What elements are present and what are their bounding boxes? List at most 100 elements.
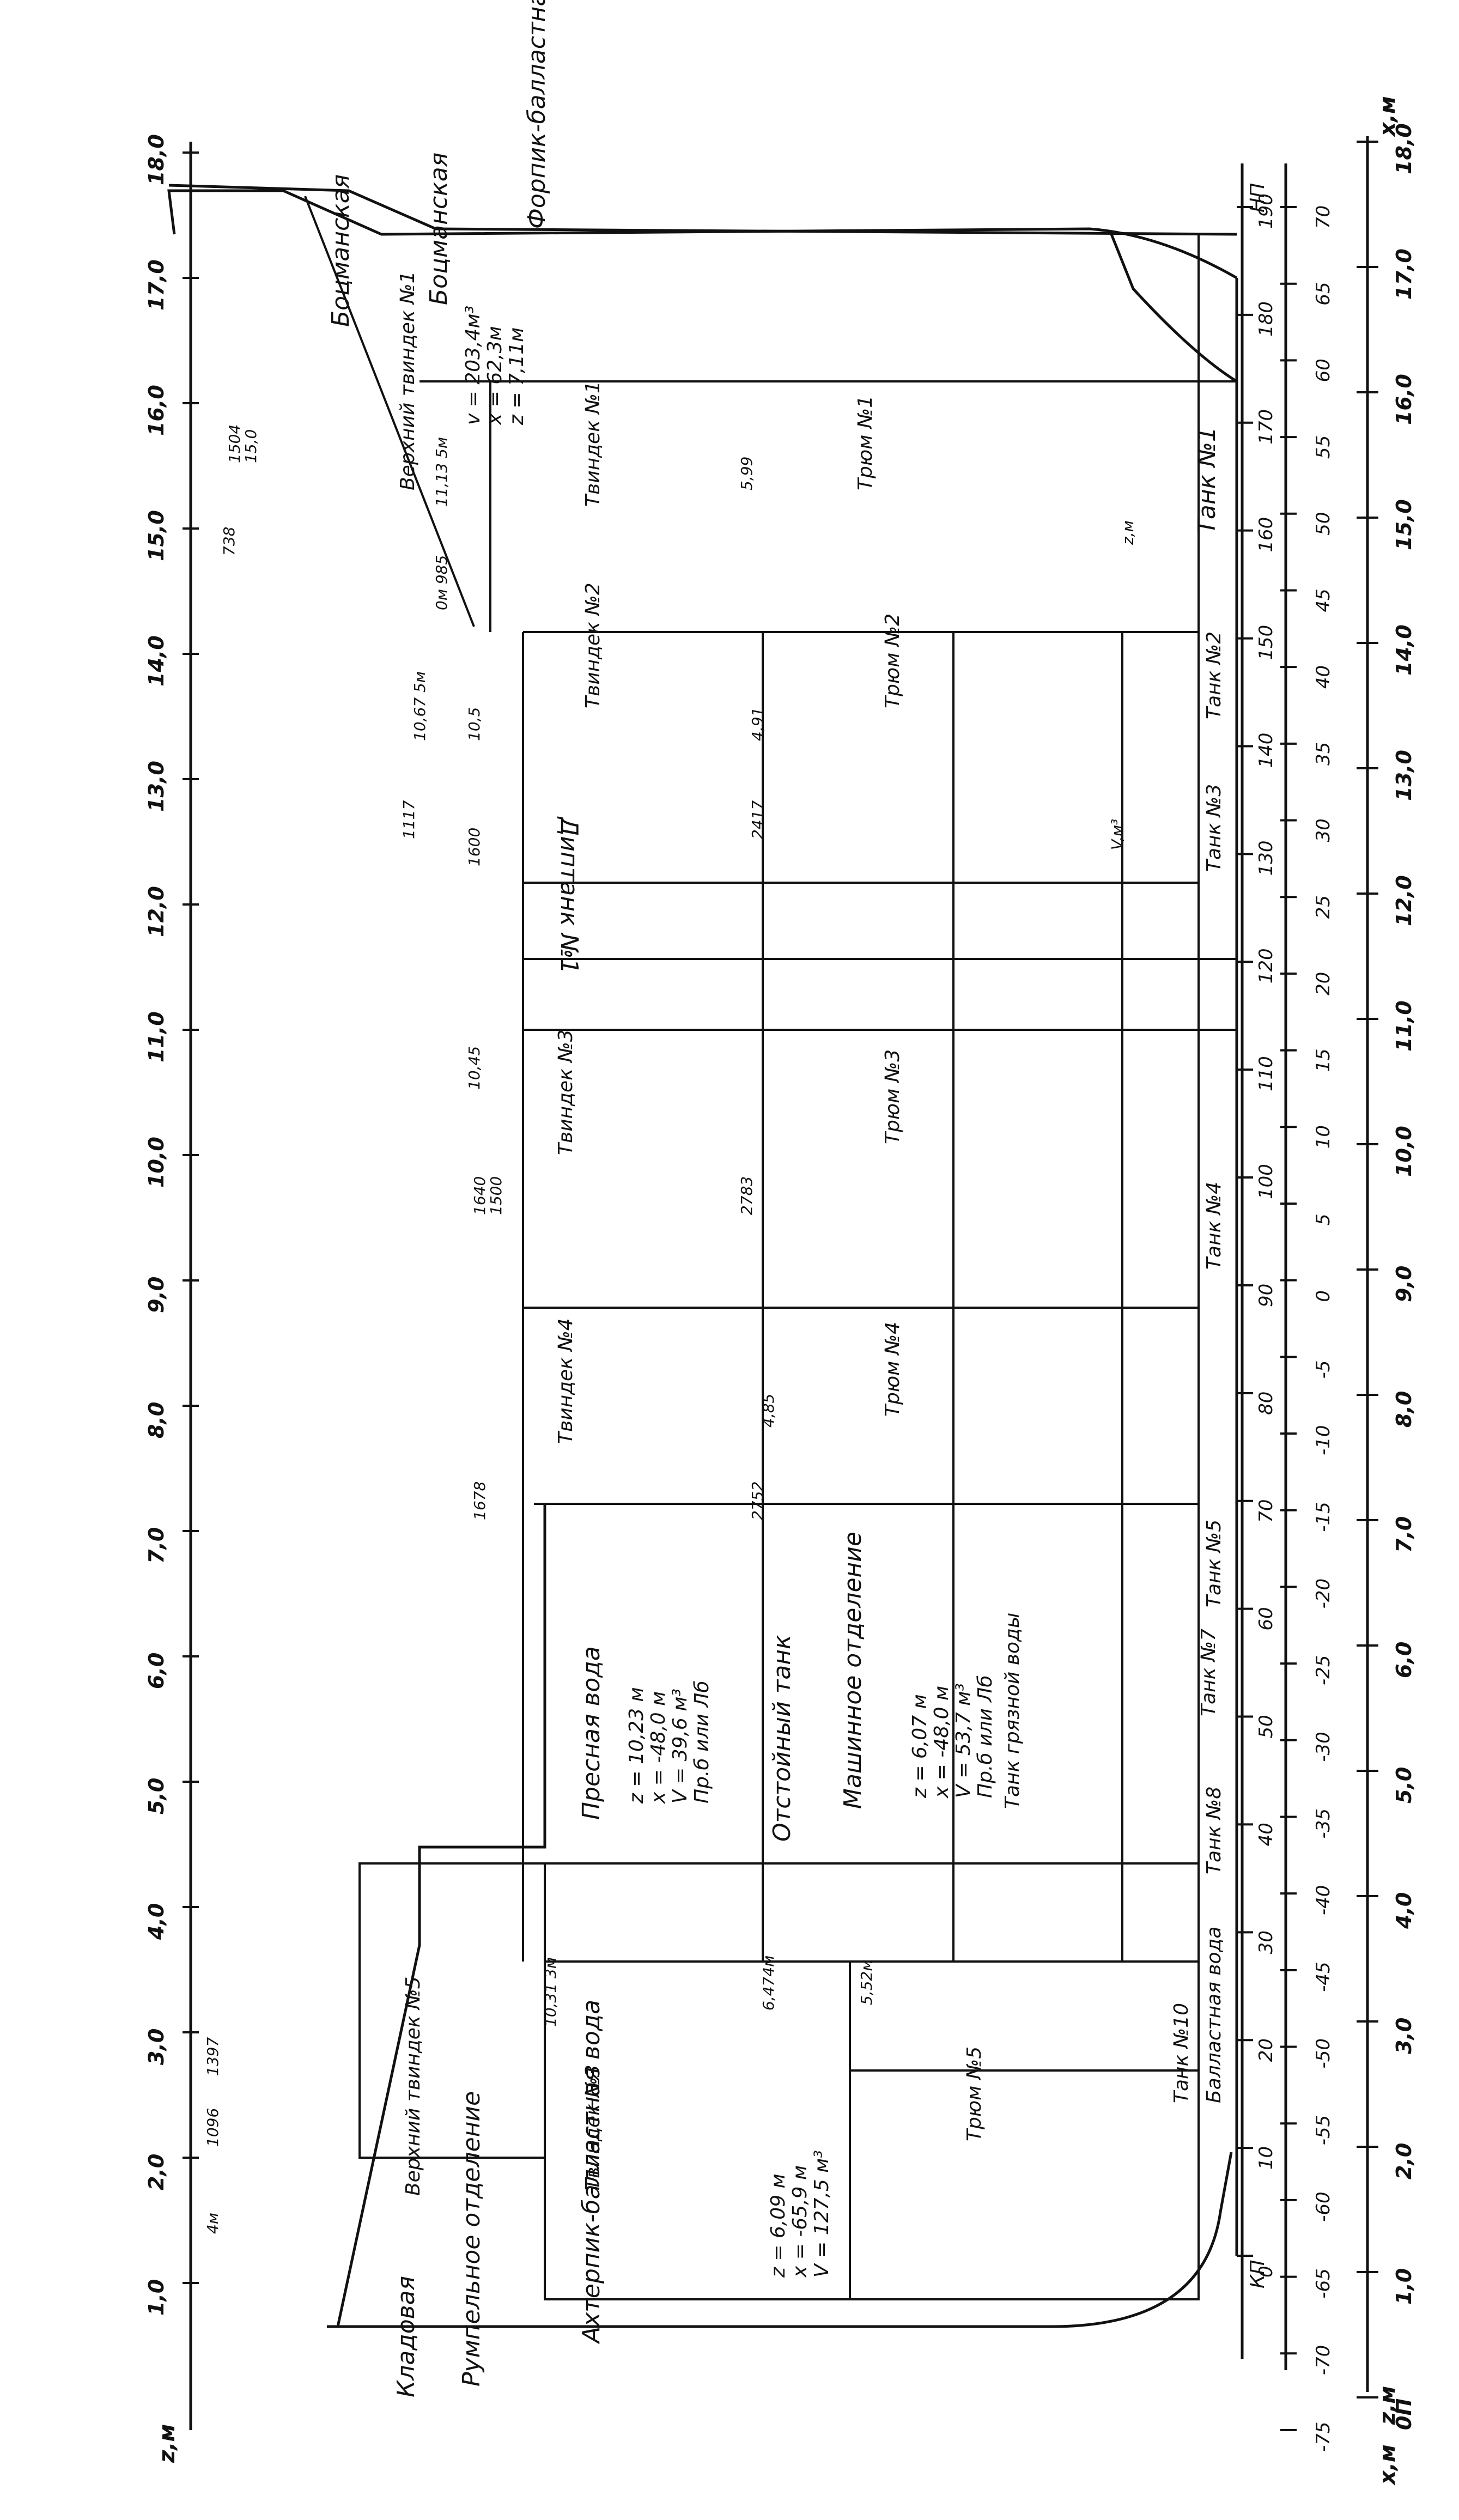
z-tick-label-left: 12,0 <box>144 886 168 937</box>
frame-tick-label: 20 <box>1255 2038 1277 2062</box>
z-tick-label-right: 6,0 <box>1392 1642 1416 1678</box>
svg-text:10,5: 10,5 <box>465 707 483 741</box>
label-forepeak: Форпик-балластная вода <box>523 0 551 229</box>
z-tick-label-left: 4,0 <box>144 1903 168 1940</box>
z-tick-label-right: 18,0 <box>1392 123 1416 174</box>
kp-label: КП <box>1247 2260 1269 2288</box>
svg-text:1600: 1600 <box>465 828 483 866</box>
label-tweendeck-4: Твиндек №4 <box>555 1318 577 1444</box>
label-tank-5: Танк №5 <box>1203 1520 1225 1607</box>
frame-tick-label: 170 <box>1255 409 1277 445</box>
label-tweendeck-2: Твиндек №2 <box>582 582 604 708</box>
x-tick-label: -15 <box>1312 1502 1334 1532</box>
z-tick-label-right: 12,0 <box>1392 875 1416 926</box>
z-axis-labels-right: 0П1,02,03,04,05,06,07,08,09,010,011,012,… <box>1357 123 1416 2430</box>
x-tick-label: -20 <box>1312 1578 1334 1609</box>
compartment-labels: Боцманская Боцманская Форпик-балластная … <box>327 0 1225 2397</box>
z-axis-labels-left: 1,02,03,04,05,06,07,08,09,010,011,012,01… <box>144 134 199 2316</box>
x-tick-label: 35 <box>1312 742 1334 766</box>
svg-text:1640: 1640 <box>471 1176 489 1215</box>
z-tick-label-right: 2,0 <box>1392 2143 1416 2179</box>
svg-text:z,м: z,м <box>1119 520 1137 545</box>
svg-text:10,67 5м: 10,67 5м <box>411 671 429 741</box>
frame-tick-label: 140 <box>1255 733 1277 768</box>
svg-text:1678: 1678 <box>471 1481 489 1520</box>
frame-tick-label: 10 <box>1255 2146 1277 2170</box>
z-tick-label-left: 8,0 <box>144 1402 168 1438</box>
frame-tick-label: 100 <box>1255 1164 1277 1199</box>
label-afterpeak: Ахтерпик-балластная вода <box>577 2000 605 2345</box>
label-hold-3: Трюм №3 <box>882 1049 904 1144</box>
label-bosun-upper: Боцманская <box>327 174 355 327</box>
x-tick-label: -10 <box>1312 1425 1334 1455</box>
label-tank-3: Танк №3 <box>1203 784 1225 872</box>
x-tick-label: -55 <box>1312 2115 1334 2146</box>
frame-tick-label: 30 <box>1255 1930 1277 1954</box>
label-forepeak-x: x = 62,3м <box>484 326 506 426</box>
svg-text:4м: 4м <box>204 2213 222 2234</box>
svg-text:4,85: 4,85 <box>759 1394 777 1428</box>
frame-tick-label: 60 <box>1255 1607 1277 1630</box>
label-tweendeck-3: Твиндек №3 <box>555 1029 577 1155</box>
label-fresh-v: V = 39,6 м³ <box>669 1689 691 1804</box>
label-ballast-water: Балластная вода <box>1203 1927 1225 2104</box>
svg-text:4,91: 4,91 <box>749 707 767 741</box>
label-storeroom: Кладовая <box>392 2276 420 2397</box>
np-label: НП <box>1247 183 1269 212</box>
x-tick-label: -75 <box>1312 2421 1334 2452</box>
z-tick-label-right: 0П <box>1392 2398 1416 2430</box>
label-engine-x: x = -48,0 м <box>931 1686 953 1799</box>
z-tick-label-left: 1,0 <box>144 2279 168 2316</box>
x-tick-label: -5 <box>1312 1360 1334 1379</box>
x-tick-label: 50 <box>1312 512 1334 535</box>
svg-text:6,474м: 6,474м <box>759 1956 777 2011</box>
label-forepeak-v: v = 203,4м³ <box>462 306 484 425</box>
svg-text:2752: 2752 <box>749 1481 767 1520</box>
z-tick-label-right: 11,0 <box>1392 1000 1416 1052</box>
svg-text:1504: 1504 <box>226 424 244 463</box>
frame-tick-label: 0 <box>1255 2266 1277 2278</box>
x-tick-label: -65 <box>1312 2268 1334 2299</box>
svg-text:2417: 2417 <box>749 800 767 839</box>
x-tick-label: 40 <box>1312 665 1334 689</box>
z-tick-label-left: 3,0 <box>144 2029 168 2065</box>
label-fresh-x: x = -48,0 м <box>647 1691 670 1804</box>
z-tick-label-right: 8,0 <box>1392 1391 1416 1428</box>
svg-text:15,0: 15,0 <box>242 429 260 463</box>
x-tick-label: -60 <box>1312 2191 1334 2222</box>
x-tick-label: -30 <box>1312 1732 1334 1762</box>
svg-text:738: 738 <box>220 527 238 556</box>
frame-tick-label: 90 <box>1255 1284 1277 1307</box>
label-settling-tank: Отстойный танк <box>768 1635 796 1842</box>
z-tick-label-left: 7,0 <box>144 1527 168 1564</box>
z-tick-label-right: 1,0 <box>1392 2268 1416 2305</box>
label-tank-2: Танк №2 <box>1203 631 1225 719</box>
deck-line <box>168 184 1237 236</box>
label-tweendeck-1: Твиндек №1 <box>582 381 604 507</box>
z-tick-label-left: 17,0 <box>144 259 168 311</box>
label-tweendeck-3-aft: Твиндек №3 <box>582 2064 604 2190</box>
x-tick-label: 20 <box>1312 972 1334 995</box>
label-tank-1: Танк №1 <box>1193 427 1221 534</box>
label-afterpeak-z: z = 6,09 м <box>767 2173 789 2278</box>
label-tank-7: Танк №7 <box>1197 1629 1220 1716</box>
z-tick-label-right: 14,0 <box>1392 624 1416 676</box>
x-tick-label: 5 <box>1312 1213 1334 1225</box>
label-steering-room: Румпельное отделение <box>458 2091 485 2387</box>
z-tick-label-left: 6,0 <box>144 1653 168 1689</box>
label-tank-8: Танк №8 <box>1203 1787 1225 1874</box>
x-tick-label: 70 <box>1312 205 1334 229</box>
label-afterpeak-v: V = 127,5 м³ <box>811 2150 833 2278</box>
frame-tick-label: 150 <box>1255 625 1277 660</box>
label-tank-4: Танк №4 <box>1203 1182 1225 1270</box>
frame-tick-label: 110 <box>1255 1056 1277 1091</box>
label-engine-z: z = 6,07 м <box>909 1694 931 1799</box>
label-hold-1: Трюм №1 <box>854 396 877 490</box>
svg-text:V,м³: V,м³ <box>1108 819 1126 850</box>
z-tick-label-left: 5,0 <box>144 1778 168 1814</box>
svg-text:1397: 1397 <box>204 2037 222 2076</box>
label-hold-2: Трюм №2 <box>882 614 904 708</box>
frame-labels: 1901801701601501401301201101009080706050… <box>1237 193 1277 2278</box>
label-engine-v: V = 53,7 м³ <box>952 1683 975 1798</box>
